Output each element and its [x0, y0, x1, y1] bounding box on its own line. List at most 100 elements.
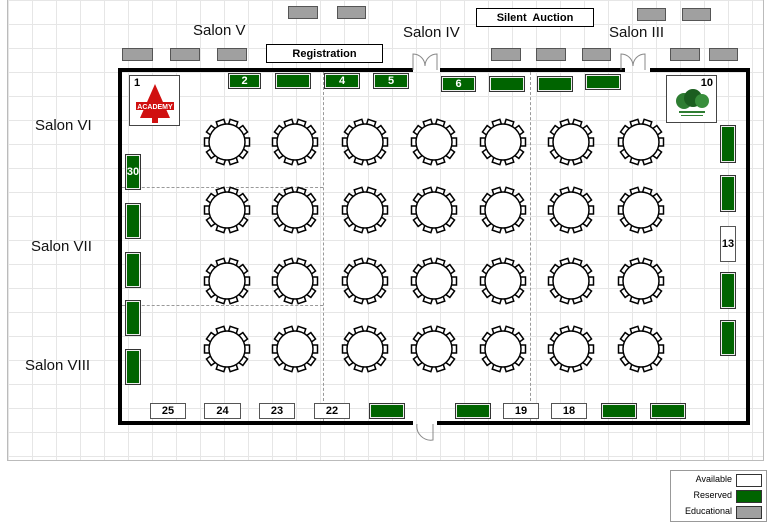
booth-19[interactable]: 19: [503, 403, 539, 419]
booth-number: 10: [700, 77, 713, 89]
round-table: [410, 118, 458, 166]
round-table: [479, 186, 527, 234]
booth-educational[interactable]: [536, 48, 566, 61]
booth-22[interactable]: 22: [314, 403, 350, 419]
academy-logo-icon: ACADEMY: [136, 84, 174, 123]
door-icon: [412, 53, 438, 70]
silent-auction-area: Silent Auction: [476, 8, 594, 27]
booth-5[interactable]: 5: [373, 73, 409, 89]
round-table: [271, 118, 319, 166]
legend-educational-label: Educational: [684, 506, 732, 516]
room-label-salon-viii: Salon VIII: [25, 357, 91, 374]
round-table: [479, 325, 527, 373]
round-table: [341, 257, 389, 305]
round-table: [547, 325, 595, 373]
booth-25[interactable]: 25: [150, 403, 186, 419]
booth-4[interactable]: 4: [324, 73, 360, 89]
room-label-salon-vii: Salon VII: [31, 238, 92, 255]
round-table: [479, 118, 527, 166]
round-table: [271, 186, 319, 234]
wall: [440, 68, 625, 72]
round-table: [410, 325, 458, 373]
round-table: [271, 257, 319, 305]
legend: Available Reserved Educational: [670, 470, 767, 522]
booth-23[interactable]: 23: [259, 403, 295, 419]
round-table: [271, 325, 319, 373]
round-table: [410, 186, 458, 234]
svg-text:ACADEMY: ACADEMY: [137, 104, 173, 111]
round-table: [410, 257, 458, 305]
room-label-salon-iii: Salon III: [609, 24, 665, 41]
divider: [122, 305, 323, 306]
divider: [323, 72, 324, 421]
booth-educational[interactable]: [670, 48, 700, 61]
booth-28[interactable]: [125, 252, 141, 288]
booth-educational[interactable]: [217, 48, 247, 61]
legend-available-swatch: [736, 474, 762, 487]
wall: [650, 68, 750, 72]
booth-educational[interactable]: [682, 8, 711, 21]
round-table: [617, 186, 665, 234]
booth-24[interactable]: 24: [204, 403, 241, 419]
round-table: [547, 118, 595, 166]
room-label-salon-v: Salon V: [193, 22, 246, 39]
booth-13[interactable]: 13: [720, 226, 736, 262]
round-table: [203, 186, 251, 234]
booth-9[interactable]: [585, 74, 621, 90]
booth-26[interactable]: [125, 349, 141, 385]
round-table: [479, 257, 527, 305]
booth-educational[interactable]: [582, 48, 611, 61]
wall: [118, 68, 413, 72]
booth-12[interactable]: [720, 175, 736, 212]
legend-reserved-swatch: [736, 490, 762, 503]
booth-30[interactable]: 30: [125, 154, 141, 190]
booth-15[interactable]: [720, 320, 736, 356]
booth-18[interactable]: 18: [551, 403, 587, 419]
round-table: [617, 325, 665, 373]
booth-2[interactable]: 2: [228, 73, 261, 89]
booth-educational[interactable]: [637, 8, 666, 21]
booth-14[interactable]: [720, 272, 736, 309]
round-table: [341, 325, 389, 373]
booth-educational[interactable]: [288, 6, 318, 19]
booth-educational[interactable]: [122, 48, 153, 61]
wall: [746, 68, 750, 425]
booth-27[interactable]: [125, 300, 141, 336]
round-table: [203, 325, 251, 373]
round-table: [341, 186, 389, 234]
wall: [118, 68, 122, 425]
booth-7[interactable]: [489, 76, 525, 92]
booth-8[interactable]: [537, 76, 573, 92]
divider: [530, 72, 531, 421]
round-table: [547, 186, 595, 234]
round-table: [617, 257, 665, 305]
booth-educational[interactable]: [170, 48, 200, 61]
legend-educational-swatch: [736, 506, 762, 519]
legend-available-label: Available: [695, 474, 732, 484]
wall: [437, 421, 750, 425]
round-table: [617, 118, 665, 166]
booth-educational[interactable]: [337, 6, 366, 19]
registration-area: Registration: [266, 44, 383, 63]
booth-1-logo[interactable]: 1 ACADEMY: [129, 75, 180, 126]
door-icon: [416, 424, 434, 441]
round-table: [203, 118, 251, 166]
door-icon: [620, 53, 646, 70]
booth-educational[interactable]: [709, 48, 738, 61]
booth-11[interactable]: [720, 125, 736, 163]
booth-3[interactable]: [275, 73, 311, 89]
booth-educational[interactable]: [491, 48, 521, 61]
legend-reserved-label: Reserved: [693, 490, 732, 500]
room-label-salon-iv: Salon IV: [403, 24, 460, 41]
booth-10-logo[interactable]: 10: [666, 75, 717, 123]
round-table: [547, 257, 595, 305]
booth-6[interactable]: 6: [441, 76, 476, 92]
booth-21[interactable]: [369, 403, 405, 419]
booth-16[interactable]: [650, 403, 686, 419]
round-table: [203, 257, 251, 305]
booth-number: 1: [134, 77, 141, 89]
wall: [118, 421, 413, 425]
booth-20[interactable]: [455, 403, 491, 419]
booth-29[interactable]: [125, 203, 141, 239]
booth-17[interactable]: [601, 403, 637, 419]
